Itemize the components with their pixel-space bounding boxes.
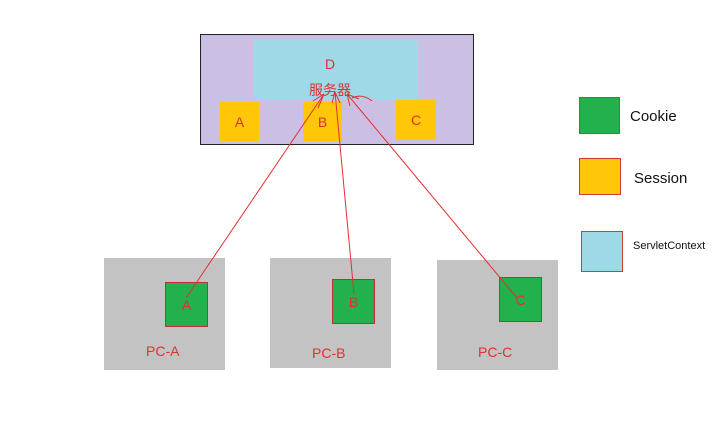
pc-a-label: PC-A [146, 343, 180, 359]
legend-cookie-swatch [579, 97, 620, 134]
pc-b-label: PC-B [312, 345, 346, 361]
session-c: C [396, 100, 436, 140]
context-label: D [324, 56, 336, 72]
legend-session-swatch [579, 158, 621, 195]
arrow-server-curl [351, 95, 373, 102]
arrow-b-to-server [331, 91, 355, 295]
servlet-context-box [254, 40, 418, 100]
server-label: 服务器 [309, 82, 351, 98]
legend-context-swatch [581, 231, 623, 272]
pc-c-label: PC-C [478, 344, 513, 360]
legend-context-label: ServletContext [633, 240, 706, 252]
arrow-c-to-server [346, 93, 518, 299]
legend-session-label: Session [634, 170, 688, 187]
legend-cookie-label: Cookie [630, 108, 677, 125]
session-a: A [220, 102, 259, 141]
session-b: B [303, 102, 342, 141]
cookie-a: A [165, 282, 208, 327]
arrow-a-to-server [185, 93, 325, 299]
